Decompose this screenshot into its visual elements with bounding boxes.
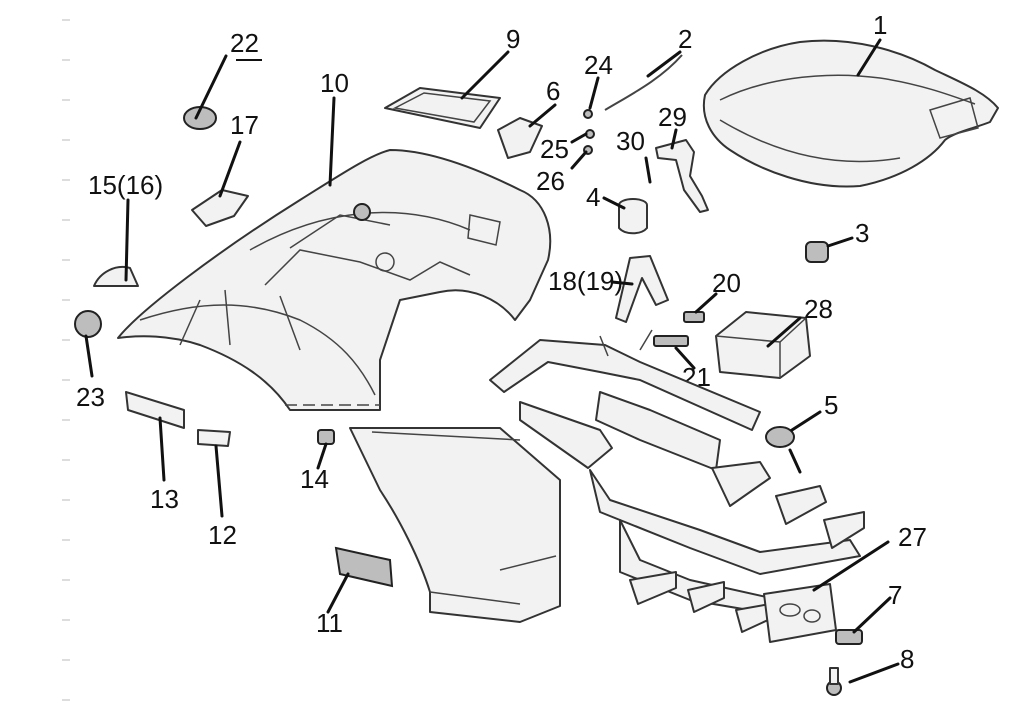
callout-13: 13 <box>150 484 179 514</box>
leader-28 <box>766 316 802 348</box>
leader-10 <box>328 96 336 187</box>
callout-1: 1 <box>873 10 887 40</box>
callout-18: 18(19) <box>548 266 623 296</box>
callout-24: 24 <box>584 50 613 80</box>
light-part-5 <box>765 426 802 474</box>
leader-18 <box>610 280 634 286</box>
leader-8 <box>848 662 900 684</box>
leader-1 <box>856 38 882 77</box>
bracket-part-29 <box>655 139 709 213</box>
leader-2 <box>646 50 682 78</box>
leader-23 <box>84 334 94 378</box>
clip-part-7 <box>835 629 863 645</box>
lamp-part-23 <box>74 310 102 338</box>
reflector-part-11 <box>334 546 394 588</box>
leader-22 <box>194 54 228 120</box>
callout-26: 26 <box>536 166 565 196</box>
leader-25 <box>570 132 588 144</box>
leader-11 <box>326 572 350 614</box>
callout-25: 25 <box>540 134 569 164</box>
leader-7 <box>852 596 892 634</box>
cover-plate-part-9 <box>384 87 501 129</box>
leader-29 <box>670 128 678 150</box>
bolt-part-8 <box>826 667 842 696</box>
callout-14: 14 <box>300 464 329 494</box>
screw-part-20 <box>683 311 705 323</box>
fasteners-part-24-26 <box>583 109 595 155</box>
callout-22: 22 <box>230 28 259 58</box>
stay-part-18 <box>615 255 669 323</box>
callout-10: 10 <box>320 68 349 98</box>
pad-part-13 <box>125 391 185 429</box>
bracket-part-17 <box>191 189 249 227</box>
guard-plate-part-27 <box>763 583 837 643</box>
callout-27: 27 <box>898 522 927 552</box>
callout-11: 11 <box>316 608 343 638</box>
leader-26 <box>570 150 588 170</box>
leader-6 <box>528 103 557 128</box>
leader-4 <box>602 196 626 210</box>
lower-panel-part <box>349 427 561 623</box>
callout-20: 20 <box>712 268 741 298</box>
seat-part <box>702 39 999 188</box>
callout-30-label: 30 <box>616 126 645 156</box>
callout-2: 2 <box>678 24 692 54</box>
callout-29: 29 <box>658 102 687 132</box>
callout-4: 4 <box>586 182 600 212</box>
bushing-part-4 <box>618 198 648 235</box>
margin-ticks <box>62 19 70 701</box>
bolt-part-21 <box>653 335 689 347</box>
leader-21 <box>674 346 696 370</box>
pad-part-12 <box>197 429 231 447</box>
cable-part <box>604 54 683 111</box>
callout-5: 5 <box>824 390 838 420</box>
leader-14 <box>316 442 328 470</box>
leader-9 <box>460 50 510 100</box>
callout-8: 8 <box>900 644 914 674</box>
callout-9: 9 <box>506 24 520 54</box>
leader-5 <box>790 410 822 432</box>
leader-15 <box>124 198 130 282</box>
rear-fender-part-10 <box>117 149 552 411</box>
frame-part <box>489 329 865 633</box>
mud-flap-part-15 <box>93 266 139 287</box>
callout-28: 28 <box>804 294 833 324</box>
callout-17: 17 <box>230 110 259 140</box>
leader-24 <box>588 76 600 110</box>
callout-6: 6 <box>546 76 560 106</box>
grommet-part-3 <box>805 241 829 263</box>
leader-3 <box>826 236 854 248</box>
leader-17 <box>218 140 242 198</box>
callout-12: 12 <box>208 520 237 550</box>
leader-27 <box>812 540 890 592</box>
callout-23: 23 <box>76 382 105 412</box>
leader-20 <box>694 292 718 314</box>
pin-part-30 <box>644 156 652 184</box>
callout-15: 15(16) <box>88 170 163 200</box>
callout-3: 3 <box>855 218 869 248</box>
leader-13 <box>158 416 166 482</box>
cap-part-6 <box>497 117 543 159</box>
leader-12 <box>214 444 224 518</box>
callout-7: 7 <box>888 580 902 610</box>
nut-part-14 <box>317 429 335 445</box>
